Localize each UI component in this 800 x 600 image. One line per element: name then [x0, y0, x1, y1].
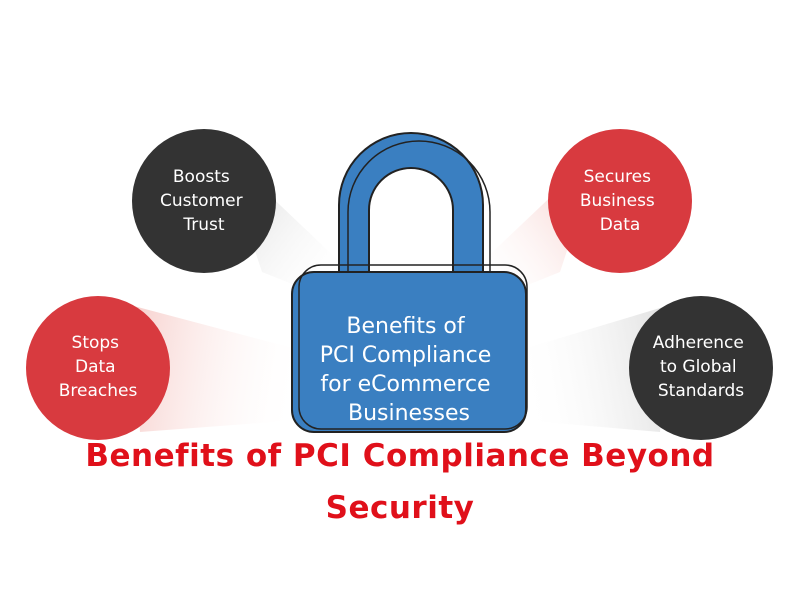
bubble-circle	[548, 129, 692, 273]
bubble-label-line: Boosts	[173, 167, 230, 187]
padlock-label-line: Businesses	[348, 401, 470, 426]
bubble-label-line: Trust	[182, 215, 225, 235]
bubble-adherence-to-global-standards: Adherence to Global Standards	[629, 296, 773, 440]
page-title-line: Benefits of PCI Compliance Beyond	[85, 438, 715, 474]
padlock-label-line: PCI Compliance	[320, 343, 492, 368]
padlock-body-outline-offset	[298, 264, 528, 430]
bubble-label-line: Data	[75, 357, 116, 377]
bubble-label-line: Breaches	[59, 381, 138, 401]
page-title: Benefits of PCI Compliance Beyond Securi…	[0, 430, 800, 534]
bubble-label-line: Stops	[72, 333, 120, 353]
bubble-label-line: Customer	[160, 191, 243, 211]
bubble-label-line: Data	[600, 215, 641, 235]
bubble-circle	[26, 296, 170, 440]
padlock-icon: Benefits of PCI Compliance for eCommerce…	[291, 132, 528, 433]
bubble-stops-data-breaches: Stops Data Breaches	[26, 296, 170, 440]
bubble-label: Stops Data Breaches	[59, 333, 138, 401]
beam-adherence-to-global-standards	[520, 305, 670, 432]
bubble-circle	[629, 296, 773, 440]
bubble-label-line: Business	[580, 191, 655, 211]
bubble-label: Secures Business Data	[580, 167, 660, 235]
padlock-shackle	[338, 132, 484, 301]
bubble-label-line: Standards	[658, 381, 744, 401]
bubble-label-line: to Global	[660, 357, 737, 377]
padlock-label-line: Benefits of	[346, 314, 466, 339]
bubble-circle	[132, 129, 276, 273]
padlock-body	[291, 271, 527, 433]
bubble-secures-business-data: Secures Business Data	[548, 129, 692, 273]
bubble-label: Boosts Customer Trust	[160, 167, 248, 235]
bubble-label-line: Adherence	[653, 333, 744, 353]
bubble-boosts-customer-trust: Boosts Customer Trust	[132, 129, 276, 273]
padlock-label: Benefits of PCI Compliance for eCommerce…	[320, 314, 499, 426]
page-title-line: Security	[325, 490, 475, 526]
beam-stops-data-breaches	[130, 305, 300, 432]
bubble-label: Adherence to Global Standards	[653, 333, 749, 401]
padlock-shackle-outline-offset	[347, 140, 491, 290]
padlock-label-line: for eCommerce	[320, 372, 490, 397]
bubble-label-line: Secures	[584, 167, 651, 187]
